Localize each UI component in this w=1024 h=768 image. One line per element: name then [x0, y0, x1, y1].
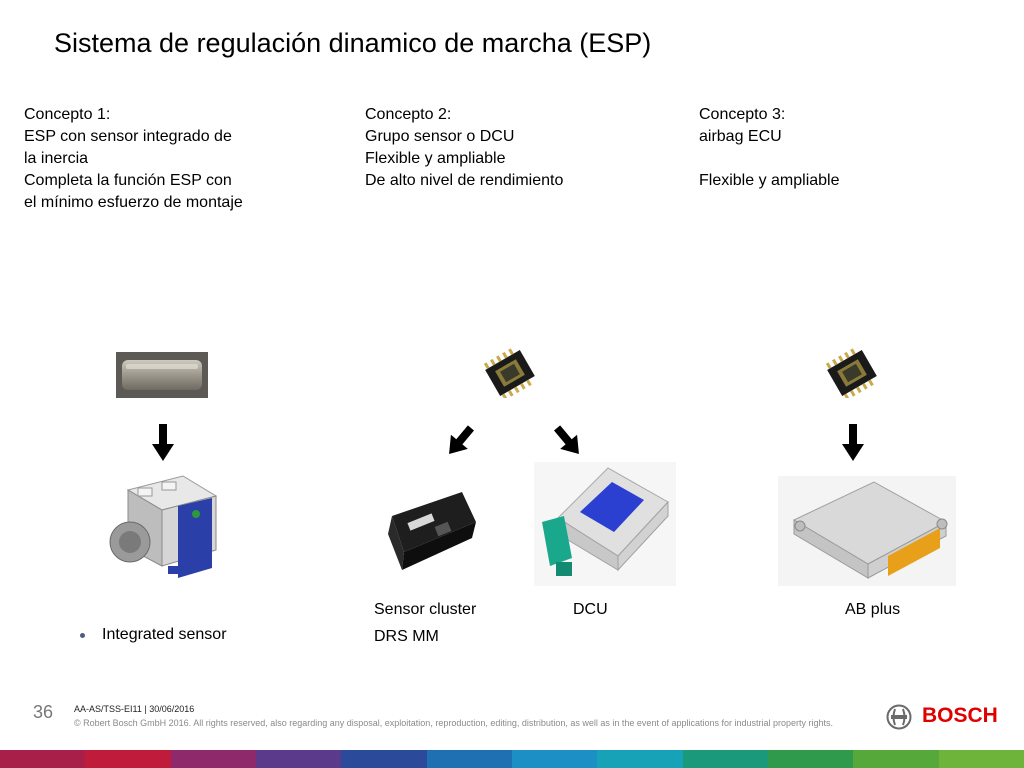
dcu-label: DCU: [573, 601, 608, 618]
bosch-wordmark: BOSCH: [922, 704, 998, 727]
concept-3-text: Concepto 3: airbag ECU Flexible y amplia…: [699, 104, 840, 192]
supergraphic-segment: [85, 750, 171, 768]
ab-plus-label: AB plus: [845, 601, 901, 618]
concept-3-line: [699, 148, 840, 170]
concept-3-line: Concepto 3:: [699, 106, 786, 123]
concept-1-line: el mínimo esfuerzo de montaje: [24, 194, 243, 211]
concept-2-line: Flexible y ampliable: [365, 150, 506, 167]
ab-plus-image: [778, 476, 956, 586]
page-title: Sistema de regulación dinamico de marcha…: [54, 28, 652, 58]
supergraphic-segment: [938, 750, 1024, 768]
concept-2-line: Concepto 2:: [365, 106, 452, 123]
document-reference: AA-AS/TSS-EI11 | 30/06/2016: [74, 704, 195, 714]
concept-2-text: Concepto 2: Grupo sensor o DCU Flexible …: [365, 104, 563, 192]
copyright-notice: © Robert Bosch GmbH 2016. All rights res…: [74, 718, 834, 728]
mems-chip-image: [826, 348, 877, 398]
supergraphic-segment: [511, 750, 598, 768]
arrow-down-right-icon: [554, 425, 579, 455]
supergraphic-segment: [170, 750, 256, 768]
concept-3-line: Flexible y ampliable: [699, 172, 840, 189]
bosch-armature-icon: [886, 704, 912, 730]
concept-3-line: airbag ECU: [699, 128, 782, 145]
sensor-cluster-label: Sensor cluster: [374, 601, 477, 618]
arrow-down-icon: [152, 424, 174, 461]
supergraphic-segment: [426, 750, 512, 768]
page-number: 36: [33, 702, 54, 722]
drs-mm-label: DRS MM: [374, 628, 439, 645]
bosch-logo: BOSCH: [886, 702, 998, 730]
supergraphic-segment: [341, 750, 427, 768]
concept-1-text: Concepto 1: ESP con sensor integrado de …: [24, 104, 243, 214]
concept-1-line: ESP con sensor integrado de: [24, 128, 232, 145]
supergraphic-segment: [682, 750, 768, 768]
supergraphic-bar: [0, 750, 1024, 768]
supergraphic-segment: [0, 750, 86, 768]
inertial-sensor-image: [116, 352, 208, 398]
integrated-sensor-label: Integrated sensor: [102, 626, 227, 643]
concept-2-line: De alto nivel de rendimiento: [365, 172, 564, 189]
arrow-down-icon: [842, 424, 864, 461]
dcu-image: [534, 462, 676, 586]
concept-1-line: la inercia: [24, 150, 89, 167]
concept-1-line: Concepto 1:: [24, 106, 111, 123]
supergraphic-segment: [853, 750, 939, 768]
mems-chip-image: [484, 348, 535, 398]
concept-1-line: Completa la función ESP con: [24, 172, 232, 189]
esp-unit-image: [109, 475, 218, 578]
supergraphic-segment: [597, 750, 683, 768]
supergraphic-segment: [767, 750, 854, 768]
concept-2-line: Grupo sensor o DCU: [365, 128, 515, 145]
supergraphic-segment: [255, 750, 342, 768]
bullet-icon: [80, 633, 85, 638]
arrow-down-left-icon: [449, 425, 474, 455]
sensor-cluster-image: [388, 492, 476, 570]
